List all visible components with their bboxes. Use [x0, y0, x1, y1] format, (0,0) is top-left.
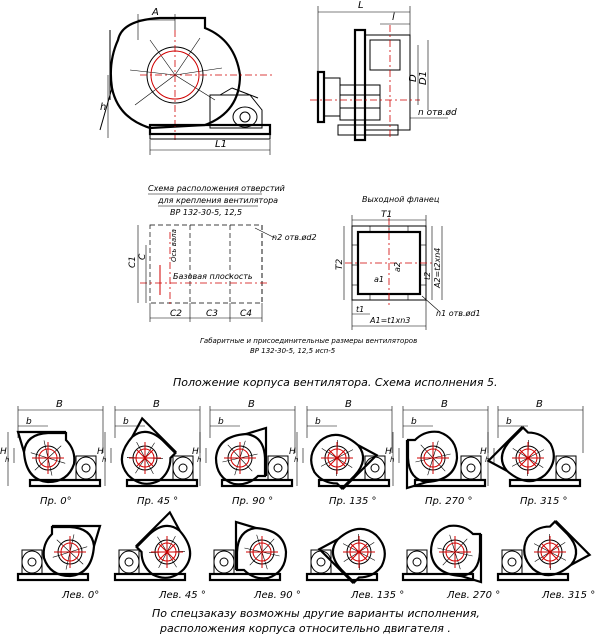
dim-B-label: B: [248, 399, 255, 410]
right-position-label-4: Пр. 270 °: [425, 496, 473, 507]
dim-h-label: h: [390, 456, 394, 464]
side-dim-holes: n отв.ød: [418, 108, 457, 118]
scheme-dim-C4: C4: [240, 309, 252, 319]
side-dim-l: l: [392, 12, 395, 23]
flange-dim-T1: T1: [381, 210, 392, 220]
scheme-dim-C2: C2: [170, 309, 182, 319]
dim-h-label: h: [5, 456, 9, 464]
flange-dim-t2: t2: [423, 272, 432, 280]
dim-h-label: h: [294, 456, 298, 464]
dim-B-label: B: [345, 399, 352, 410]
flange-dim-T2: T2: [335, 259, 345, 270]
right-position-label-0: Пр. 0°: [40, 496, 72, 507]
left-position-3: Лев. 135 °: [305, 527, 404, 601]
front-dim-A: A: [151, 7, 159, 18]
positions-heading: Положение корпуса вентилятора. Схема исп…: [173, 376, 497, 389]
outlet-flange: Выходной фланец T1 T2 a1 a2 t2 A2=t2xn4 …: [335, 195, 481, 330]
left-position-label-3: Лев. 135 °: [350, 590, 404, 601]
dim-b-label: b: [26, 417, 32, 427]
left-position-label-1: Лев. 45 °: [158, 590, 206, 601]
dim-h-label: h: [485, 456, 489, 464]
dim-H-label: H: [97, 447, 104, 457]
flange-dim-A2: A2=t2xn4: [433, 248, 442, 289]
right-position-label-3: Пр. 135 °: [329, 496, 377, 507]
dim-B-label: B: [441, 399, 448, 410]
dim-H-label: H: [385, 447, 392, 457]
dim-b-label: b: [218, 417, 224, 427]
hole-scheme: Схема расположения отверстий для креплен…: [128, 184, 317, 322]
flange-dim-holes: n1 отв.ød1: [436, 309, 481, 318]
dim-b-label: b: [315, 417, 321, 427]
dim-B-label: B: [56, 399, 63, 410]
dim-h-label: h: [102, 456, 106, 464]
scheme-dim-C3: C3: [206, 309, 218, 319]
scheme-dim-holes: n2 отв.ød2: [272, 233, 317, 242]
dim-H-label: H: [480, 447, 487, 457]
left-position-1: Лев. 45 °: [113, 510, 206, 601]
flange-dim-A1: A1=t1xn3: [369, 316, 410, 325]
dim-b-label: b: [411, 417, 417, 427]
left-position-label-4: Лев. 270 °: [446, 590, 500, 601]
dims-caption-2: ВР 132-30-5, 12,5 исп-5: [250, 347, 336, 355]
dim-H-label: H: [289, 447, 296, 457]
front-dim-h: h: [100, 102, 106, 113]
dim-B-label: B: [153, 399, 160, 410]
scheme-title-1: Схема расположения отверстий: [148, 184, 285, 193]
scheme-title-3: ВР 132-30-5, 12,5: [170, 208, 242, 217]
left-position-2: Лев. 90 °: [208, 520, 301, 601]
flange-dim-a2: a2: [393, 262, 402, 272]
flange-dim-t1: t1: [356, 305, 364, 314]
dims-caption-1: Габаритные и присоединительные размеры в…: [200, 337, 417, 345]
side-dim-L: L: [358, 0, 364, 11]
flange-title: Выходной фланец: [362, 195, 440, 204]
left-position-label-5: Лев. 315 °: [541, 590, 595, 601]
dim-b-label: b: [123, 417, 129, 427]
footer-line-2: расположения корпуса относительно двигат…: [159, 622, 451, 635]
left-hand-positions-row: Лев. 0° Лев. 45 ° Лев. 90 ° Лев. 135 ° Лев. …: [16, 510, 595, 601]
left-position-5: Лев. 315 °: [496, 520, 595, 601]
front-view: A h L1: [99, 7, 275, 155]
side-view: L l D D1 n отв.ød: [310, 0, 457, 142]
scheme-dim-C1: C1: [128, 256, 138, 268]
dim-H-label: H: [192, 447, 199, 457]
side-dim-D: D: [408, 74, 419, 82]
scheme-dim-C: C: [138, 253, 148, 260]
dim-h-label: h: [197, 456, 201, 464]
scheme-axis-label: Ось вала: [170, 229, 178, 262]
left-position-0: Лев. 0°: [16, 524, 102, 601]
dim-H-label: H: [0, 447, 7, 457]
side-dim-D1: D1: [418, 71, 429, 85]
right-position-label-1: Пр. 45 °: [137, 496, 178, 507]
front-dim-L1: L1: [215, 139, 227, 150]
left-position-label-2: Лев. 90 °: [253, 590, 301, 601]
right-position-label-2: Пр. 90 °: [232, 496, 273, 507]
flange-dim-a1: a1: [374, 275, 384, 284]
scheme-base-label: Базовая плоскость: [173, 272, 253, 281]
footer-line-1: По спецзаказу возможны другие варианты и…: [152, 607, 480, 620]
left-position-4: Лев. 270 °: [401, 524, 500, 601]
left-position-label-0: Лев. 0°: [61, 590, 99, 601]
dim-b-label: b: [506, 417, 512, 427]
right-position-label-5: Пр. 315 °: [520, 496, 568, 507]
dim-B-label: B: [536, 399, 543, 410]
scheme-title-2: для крепления вентилятора: [157, 196, 278, 205]
